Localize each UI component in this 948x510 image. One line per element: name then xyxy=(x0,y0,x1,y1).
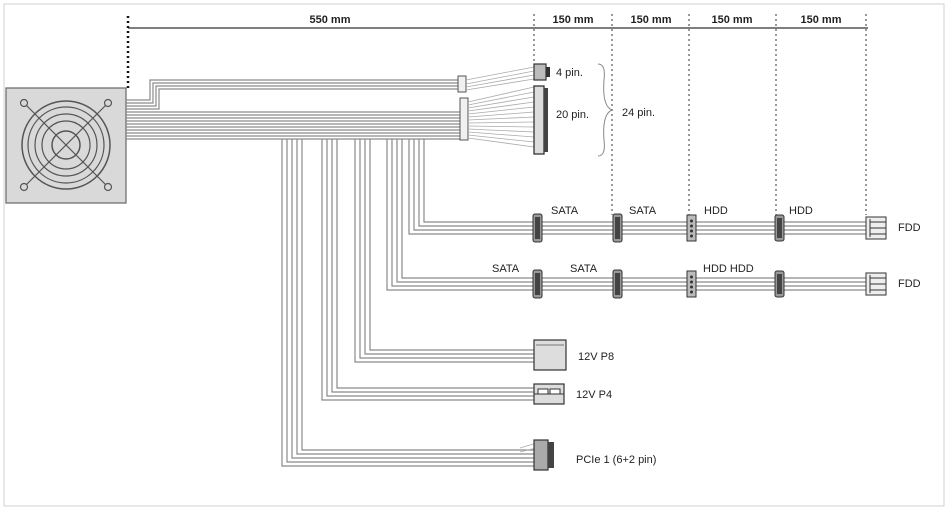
fdd-connector xyxy=(865,272,887,296)
dimension-label: 150 mm xyxy=(712,14,753,26)
chain2-end-label: FDD xyxy=(898,278,921,290)
sata-connector xyxy=(532,269,543,299)
hdd-connector xyxy=(686,270,697,298)
chain1-end-label: FDD xyxy=(898,222,921,234)
dimension-line xyxy=(126,14,868,215)
fdd-connector xyxy=(865,216,887,240)
chain1-label: SATA xyxy=(629,205,657,217)
label-24pin: 24 pin. xyxy=(622,107,655,119)
diagram-border xyxy=(3,3,945,507)
dimension-label: 150 mm xyxy=(801,14,842,26)
sata-connector xyxy=(612,269,623,299)
label-pcie: PCIe 1 (6+2 pin) xyxy=(576,454,656,466)
chain2-label: SATA xyxy=(570,263,598,275)
brace xyxy=(597,63,614,157)
chain2-label: SATA xyxy=(492,263,520,275)
connector-12v-p4 xyxy=(533,383,565,405)
fan-icon xyxy=(19,98,113,192)
dimension-label: 150 mm xyxy=(631,14,672,26)
chain1-label: HDD xyxy=(704,205,728,217)
dimension-label: 150 mm xyxy=(553,14,594,26)
main-bundle xyxy=(126,79,460,140)
sata-connector xyxy=(532,213,543,243)
branch-cables xyxy=(281,139,866,467)
connector-4pin xyxy=(533,63,550,81)
connector-12v-p8 xyxy=(533,339,567,371)
label-12v-p4: 12V P4 xyxy=(576,389,612,401)
chain2-label: HDD HDD xyxy=(703,263,754,275)
psu-unit xyxy=(5,87,127,204)
sata-connector xyxy=(612,213,623,243)
label-12v-p8: 12V P8 xyxy=(578,351,614,363)
hdd-connector xyxy=(774,214,785,242)
dimension-label: 550 mm xyxy=(310,14,351,26)
label-4pin: 4 pin. xyxy=(556,67,583,79)
label-20pin: 20 pin. xyxy=(556,109,589,121)
hdd-connector xyxy=(774,270,785,298)
connector-pcie xyxy=(519,439,554,471)
chain1-label: HDD xyxy=(789,205,813,217)
wire-ferrule xyxy=(457,75,467,93)
fan-wires xyxy=(465,66,535,148)
connector-20pin xyxy=(533,85,548,155)
wire-ferrule xyxy=(459,97,469,141)
chain1-label: SATA xyxy=(551,205,579,217)
hdd-connector xyxy=(686,214,697,242)
